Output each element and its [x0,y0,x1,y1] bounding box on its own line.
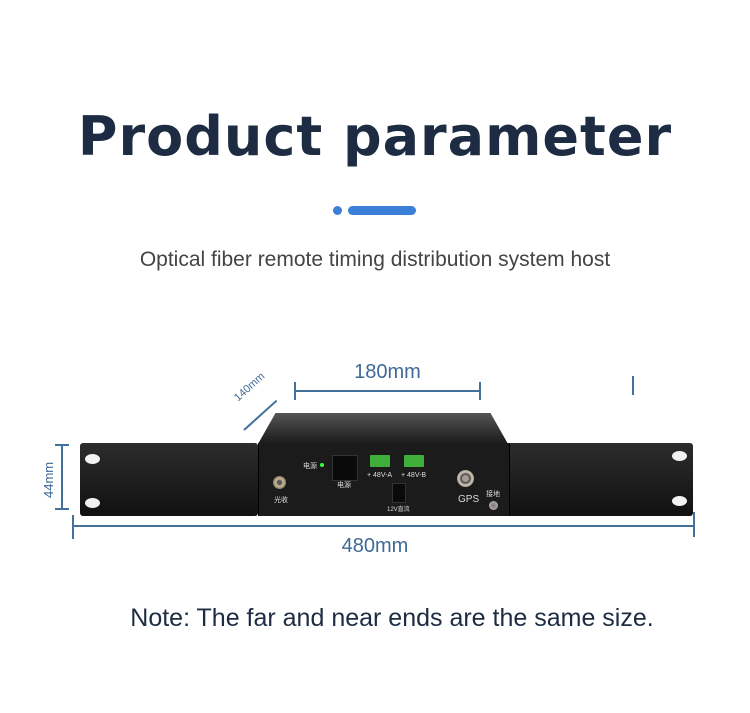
accent-dot [333,206,342,215]
left-rack-ear [80,443,258,516]
page-subtitle: Optical fiber remote timing distribution… [139,248,611,271]
optical-rx-label: 光收 [274,497,288,504]
dimension-tick [72,515,74,539]
power-led-icon [320,463,324,467]
dimension-line-top [294,390,481,392]
dimension-tick [632,376,634,395]
right-rack-ear [508,443,693,516]
mount-hole [85,498,100,508]
gps-connector-icon [457,470,474,487]
power-indicator-label: 电源 [303,463,317,470]
mount-hole [85,454,100,464]
size-note: Note: The far and near ends are the same… [130,604,654,632]
dimension-tick [55,444,69,446]
power-switch-label: 电源 [337,482,351,489]
power-switch[interactable] [332,455,358,481]
device-front-panel: 光收 电源 电源 + 48V-A + 48V-B 12V直流 GPS 接地 [258,443,510,516]
dimension-tick [693,512,695,537]
ground-screw-icon [489,501,498,510]
dimension-width-total-label: 480mm [341,535,409,557]
dc-a-label: + 48V-A [367,472,393,479]
dc-connector-a-icon [370,455,390,467]
accent-bar [348,206,416,215]
page-title: Product parameter [77,105,673,168]
dc-12v-label: 12V直流 [387,507,410,513]
dimension-depth-label: 140mm [232,370,268,404]
mount-hole [672,496,687,506]
gps-label: GPS [458,494,480,505]
dimension-width-top-label: 180mm [354,361,421,383]
dimension-line-total [72,525,695,527]
mount-hole [672,451,687,461]
dimension-tick [55,508,69,510]
device-top-cover [258,413,508,444]
dimension-tick [479,382,481,400]
dc-connector-b-icon [404,455,424,467]
dimension-tick [294,382,296,400]
dimension-line-height [61,444,63,510]
optical-port-icon [273,476,286,489]
dc-b-label: + 48V-B [401,472,427,479]
dimension-height-label: 44mm [41,461,56,498]
ground-label: 接地 [486,491,500,498]
dc-jack-icon [392,483,406,503]
